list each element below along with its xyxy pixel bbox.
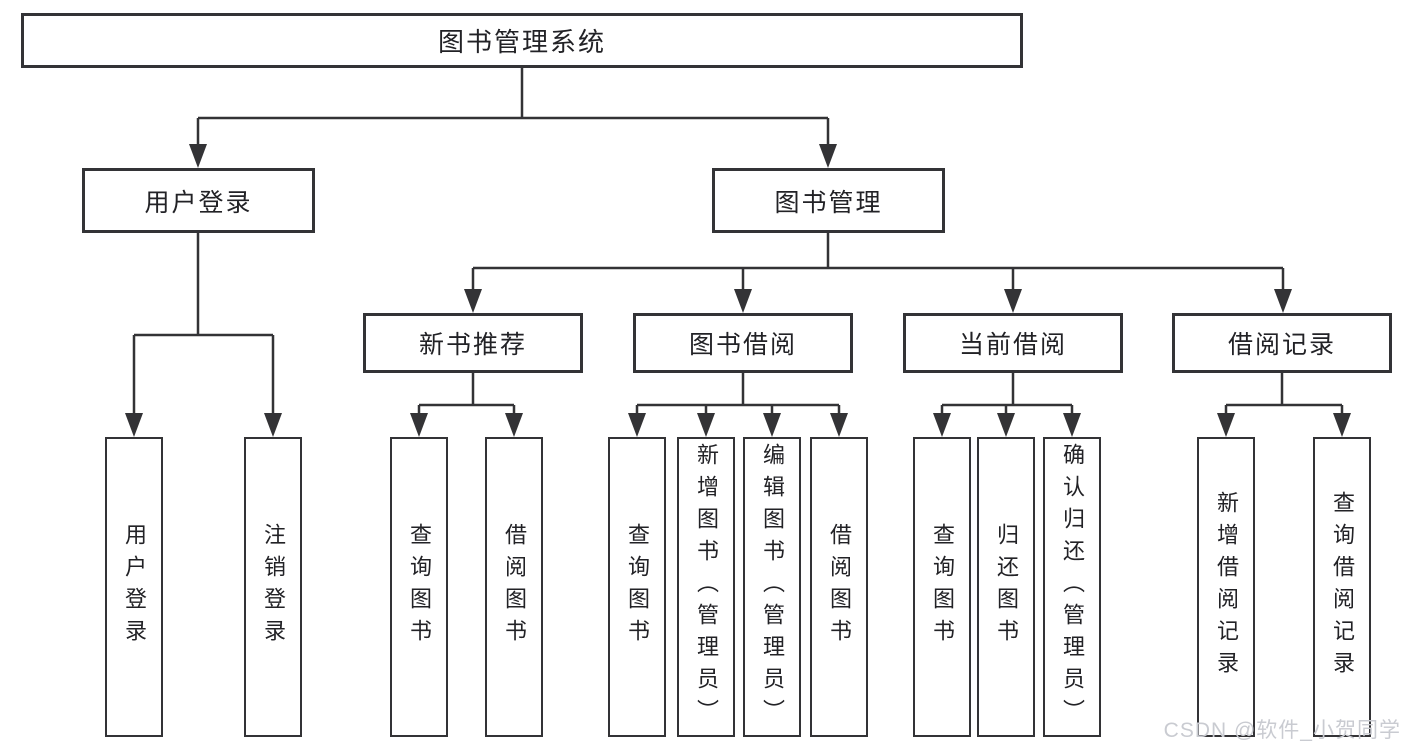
node-library-management-system: 图书管理系统 [21, 13, 1023, 68]
node-label: 借阅图书 [827, 523, 852, 651]
node-label: 新书推荐 [418, 331, 527, 359]
connector-current-borrow-children [933, 373, 1081, 437]
leaf-borrow-books: 借阅图书 [810, 437, 868, 737]
node-label: 图书管理 [774, 188, 883, 217]
connector-book-mgmt-to-level3 [464, 233, 1292, 313]
node-label: 查询图书 [930, 523, 955, 651]
node-book-management: 图书管理 [712, 168, 945, 233]
node-label: 编辑图书（管理员） [760, 443, 785, 731]
leaf-edit-books-admin: 编辑图书（管理员） [743, 437, 801, 737]
leaf-query-books-recommend: 查询图书 [390, 437, 448, 737]
node-label: 当前借阅 [958, 331, 1067, 359]
node-label: 新增图书（管理员） [694, 443, 719, 731]
node-label: 确认归还（管理员） [1060, 443, 1085, 731]
node-label: 新增借阅记录 [1214, 491, 1239, 683]
connector-new-books-children [410, 373, 523, 437]
node-current-borrow: 当前借阅 [903, 313, 1123, 373]
connector-user-login-children [125, 233, 282, 437]
node-label: 用户登录 [144, 188, 253, 217]
leaf-user-login: 用户登录 [105, 437, 163, 737]
node-label: 用户登录 [122, 523, 147, 651]
node-label: 借阅图书 [502, 523, 527, 651]
connector-root-to-level2 [189, 68, 837, 168]
node-label: 查询图书 [625, 523, 650, 651]
connector-borrow-records-children [1217, 373, 1351, 437]
node-label: 图书借阅 [688, 331, 797, 359]
leaf-query-books-borrow: 查询图书 [608, 437, 666, 737]
node-user-login: 用户登录 [82, 168, 315, 233]
connector-book-borrow-children [628, 373, 848, 437]
leaf-add-books-admin: 新增图书（管理员） [677, 437, 735, 737]
node-label: 借阅记录 [1227, 331, 1336, 359]
leaf-confirm-return-admin: 确认归还（管理员） [1043, 437, 1101, 737]
leaf-query-borrow-record: 查询借阅记录 [1313, 437, 1371, 737]
node-label: 注销登录 [261, 523, 286, 651]
leaf-logout: 注销登录 [244, 437, 302, 737]
leaf-return-books: 归还图书 [977, 437, 1035, 737]
node-borrow-records: 借阅记录 [1172, 313, 1392, 373]
csdn-watermark: CSDN @软件_小贺同学 [1163, 719, 1401, 742]
leaf-add-borrow-record: 新增借阅记录 [1197, 437, 1255, 737]
leaf-query-books-current: 查询图书 [913, 437, 971, 737]
node-new-book-recommend: 新书推荐 [363, 313, 583, 373]
node-label: 查询借阅记录 [1330, 491, 1355, 683]
node-label: 图书管理系统 [437, 27, 606, 57]
leaf-borrow-books-recommend: 借阅图书 [485, 437, 543, 737]
node-book-borrow: 图书借阅 [633, 313, 853, 373]
node-label: 查询图书 [407, 523, 432, 651]
node-label: 归还图书 [994, 523, 1019, 651]
